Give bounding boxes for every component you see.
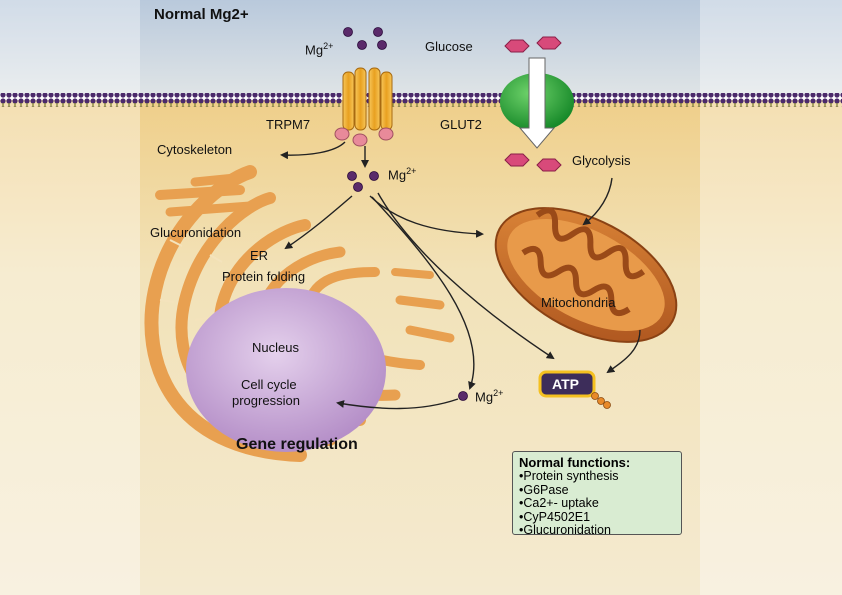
nucleus xyxy=(186,288,386,452)
mitochondria-label: Mitochondria xyxy=(541,295,616,310)
cell-cycle-label: Cell cycle xyxy=(241,377,297,392)
cytoskeleton-label: Cytoskeleton xyxy=(157,142,233,157)
progression-label: progression xyxy=(232,393,300,408)
function-item: •G6Pase xyxy=(519,482,569,497)
mitochondria xyxy=(494,207,678,343)
gene-regulation-label: Gene regulation xyxy=(236,436,358,453)
atp-label: ATP xyxy=(552,376,579,392)
protein-folding-label: Protein folding xyxy=(222,269,306,284)
right-fade xyxy=(700,0,842,595)
left-fade xyxy=(0,0,140,595)
glucose-molecules xyxy=(504,36,562,172)
function-item: •Protein synthesis xyxy=(519,469,619,483)
cytoplasm xyxy=(0,100,842,595)
diagram-title: Normal Mg2+ xyxy=(154,6,249,23)
normal-functions-box: Normal functions: •Protein synthesis •G6… xyxy=(512,451,682,537)
atp-badge xyxy=(538,370,611,409)
cell-membrane xyxy=(0,93,842,107)
glut2-label: GLUT2 xyxy=(440,117,482,132)
function-item: •Ca2+- uptake xyxy=(519,496,599,510)
trpm7-channel xyxy=(334,67,394,147)
extracellular-space xyxy=(0,0,842,95)
glucose-transport-arrow xyxy=(518,57,556,149)
normal-functions-header: Normal functions: xyxy=(519,455,631,470)
mg-label-top: Mg2+ xyxy=(305,41,334,58)
nucleus-label: Nucleus xyxy=(252,340,299,355)
mg-label-middle: Mg2+ xyxy=(388,166,417,183)
glucose-label: Glucose xyxy=(425,39,473,54)
trpm7-label: TRPM7 xyxy=(266,117,311,132)
glycolysis-label: Glycolysis xyxy=(572,153,631,168)
glucuronidation-label: Glucuronidation xyxy=(150,225,242,240)
pathway-arrows xyxy=(280,141,641,410)
mg-label-bottom: Mg2+ xyxy=(475,388,504,405)
er-label: ER xyxy=(250,248,269,263)
function-item: •CyP4502E1 xyxy=(519,509,591,524)
function-item: •Glucuronidation xyxy=(519,523,611,537)
mg-ions xyxy=(343,27,468,401)
